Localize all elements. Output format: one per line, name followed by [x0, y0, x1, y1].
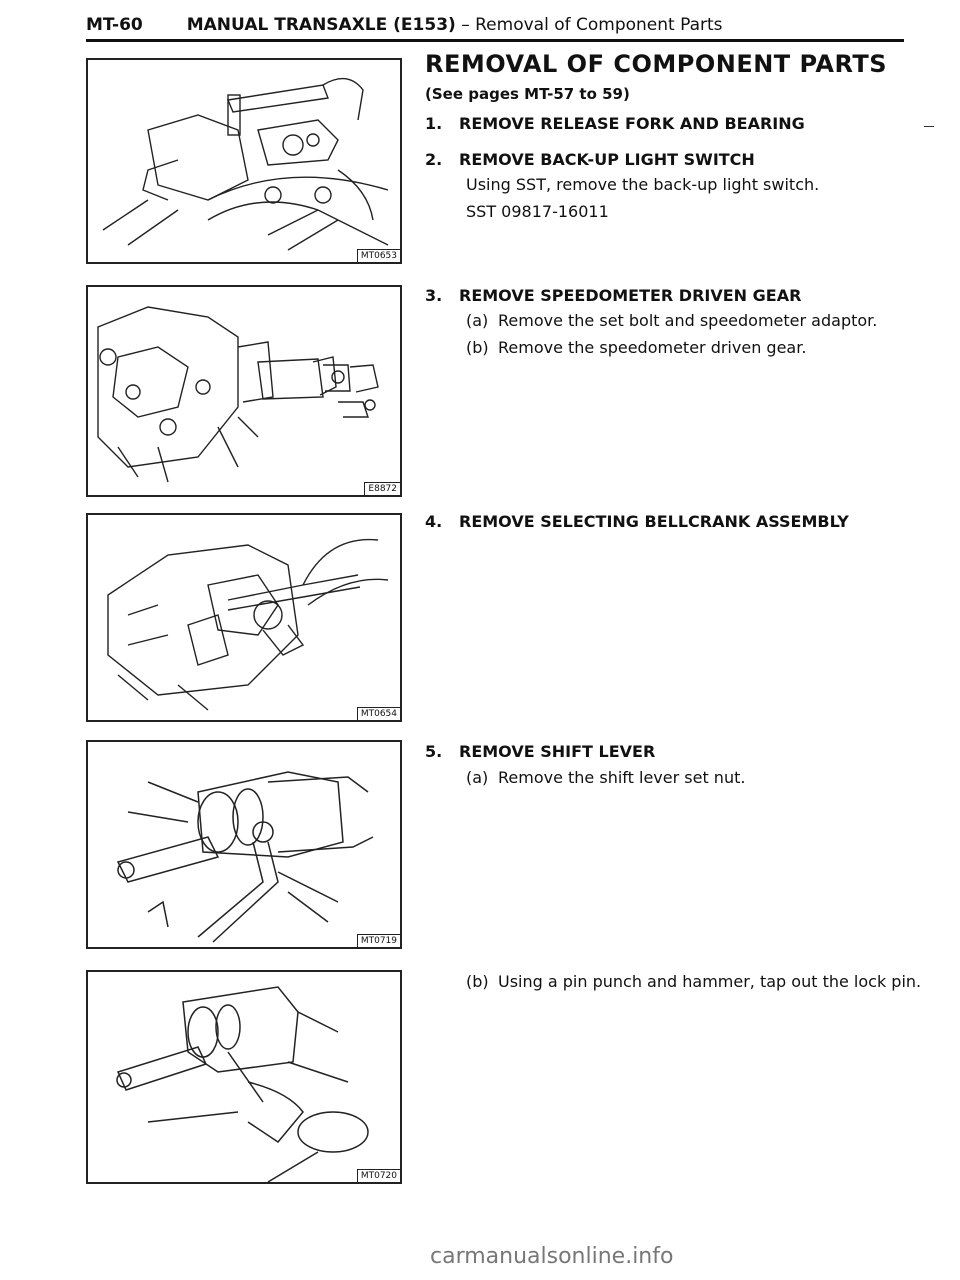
step-5: 5. REMOVE SHIFT LEVER	[425, 742, 655, 761]
step-2: 2. REMOVE BACK-UP LIGHT SWITCH	[425, 150, 755, 169]
step-1: 1. REMOVE RELEASE FORK AND BEARING	[425, 114, 805, 133]
figure-speedometer-gear: E8872	[86, 285, 402, 497]
margin-mark	[924, 126, 934, 127]
header-subtitle: – Removal of Component Parts	[455, 15, 723, 35]
sub-text: Using a pin punch and hammer, tap out th…	[498, 972, 922, 991]
sub-text: Remove the shift lever set nut.	[498, 768, 746, 787]
figure-code: MT0720	[356, 1169, 400, 1182]
step-2-line-1: Using SST, remove the back-up light swit…	[466, 175, 820, 194]
figure-release-fork-drawing	[102, 77, 389, 251]
step-2-line-2: SST 09817-16011	[466, 202, 609, 221]
page-header: MT-60 MANUAL TRANSAXLE (E153) – Removal o…	[86, 12, 904, 38]
page-code: MT-60	[86, 15, 143, 35]
figure-code: MT0654	[356, 707, 400, 720]
section-subtitle: (See pages MT-57 to 59)	[425, 85, 630, 103]
sub-label: (a)	[466, 768, 489, 787]
figure-lock-pin: MT0720	[86, 970, 402, 1184]
watermark: carmanualsonline.info	[430, 1244, 674, 1269]
figure-bellcrank: MT0654	[86, 513, 402, 722]
figure-code: MT0719	[356, 934, 400, 947]
step-4: 4. REMOVE SELECTING BELLCRANK ASSEMBLY	[425, 512, 849, 531]
figure-code: E8872	[364, 482, 400, 495]
sub-text: Remove the speedometer driven gear.	[498, 338, 807, 357]
step-3a: (a) Remove the set bolt and speedometer a…	[466, 311, 877, 330]
figure-shift-lever-nut: MT0719	[86, 740, 402, 949]
section-title: REMOVAL OF COMPONENT PARTS	[425, 50, 888, 78]
sub-label: (b)	[466, 338, 489, 357]
step-number: 2.	[425, 150, 443, 169]
step-3b: (b) Remove the speedometer driven gear.	[466, 338, 806, 357]
step-title: REMOVE SHIFT LEVER	[459, 742, 656, 761]
step-5b: (b) Using a pin punch and hammer, tap out…	[466, 972, 921, 991]
figure-speedometer-gear-drawing	[97, 306, 379, 483]
figure-release-fork: MT0653	[86, 58, 402, 264]
step-number: 3.	[425, 286, 443, 305]
figure-bellcrank-drawing	[107, 538, 389, 711]
header-title: MANUAL TRANSAXLE (E153)	[186, 15, 456, 35]
step-title: REMOVE BACK-UP LIGHT SWITCH	[459, 150, 755, 169]
sub-label: (b)	[466, 972, 489, 991]
figure-code: MT0653	[356, 249, 400, 262]
step-5a: (a) Remove the shift lever set nut.	[466, 768, 745, 787]
sub-label: (a)	[466, 311, 489, 330]
header-rule	[86, 39, 904, 42]
sub-text: Remove the set bolt and speedometer adap…	[498, 311, 878, 330]
figure-shift-lever-nut-drawing	[116, 771, 374, 943]
step-title: REMOVE RELEASE FORK AND BEARING	[459, 114, 805, 133]
step-number: 5.	[425, 742, 443, 761]
step-title: REMOVE SPEEDOMETER DRIVEN GEAR	[459, 286, 802, 305]
step-number: 1.	[425, 114, 443, 133]
step-title: REMOVE SELECTING BELLCRANK ASSEMBLY	[459, 512, 849, 531]
step-number: 4.	[425, 512, 443, 531]
figure-lock-pin-drawing	[116, 986, 369, 1182]
step-3: 3. REMOVE SPEEDOMETER DRIVEN GEAR	[425, 286, 801, 305]
